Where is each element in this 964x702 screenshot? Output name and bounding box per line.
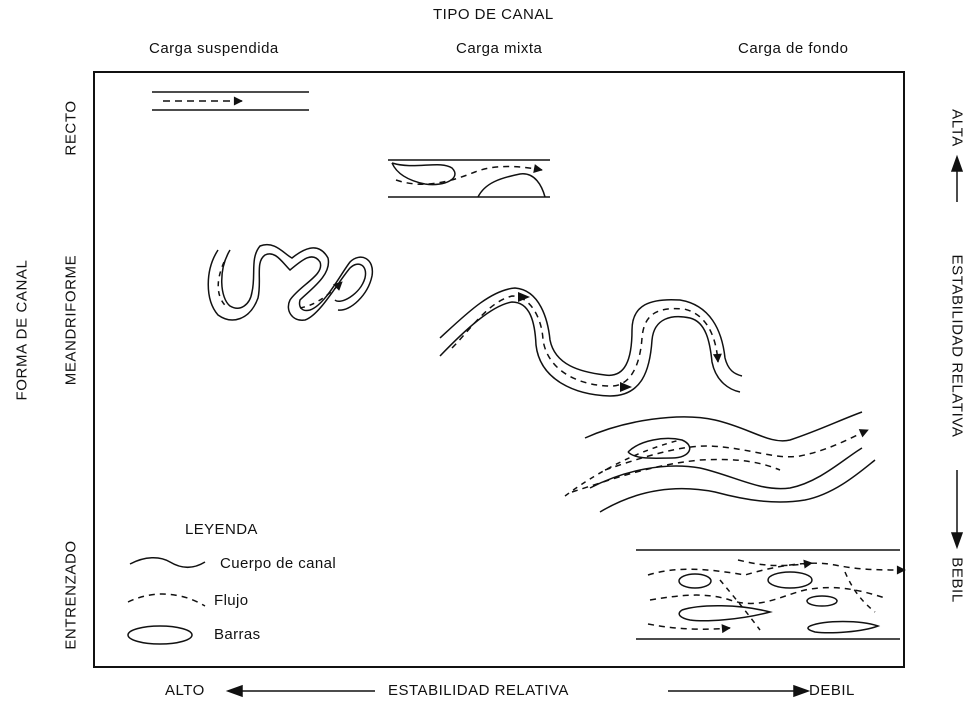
meandering-suspended-channel bbox=[208, 245, 372, 321]
meandering-mixed-channel bbox=[440, 288, 742, 396]
legend-item-channel-body: Cuerpo de canal bbox=[220, 555, 336, 572]
legend-bars-symbol bbox=[128, 626, 192, 644]
sinuous-bar-channel bbox=[565, 412, 875, 512]
legend-channel-body-symbol bbox=[130, 558, 205, 568]
legend-symbols bbox=[128, 558, 205, 644]
legend-flow-symbol bbox=[128, 594, 205, 606]
braided-bed-channel bbox=[636, 550, 905, 639]
straight-mixed-channel bbox=[388, 160, 550, 197]
right-axis-arrows bbox=[952, 157, 962, 547]
straight-suspended-channel bbox=[152, 92, 309, 110]
legend-item-bars: Barras bbox=[214, 626, 261, 643]
legend-item-flow: Flujo bbox=[214, 592, 249, 609]
bottom-axis-arrows bbox=[228, 686, 808, 696]
legend-title: LEYENDA bbox=[185, 521, 258, 538]
